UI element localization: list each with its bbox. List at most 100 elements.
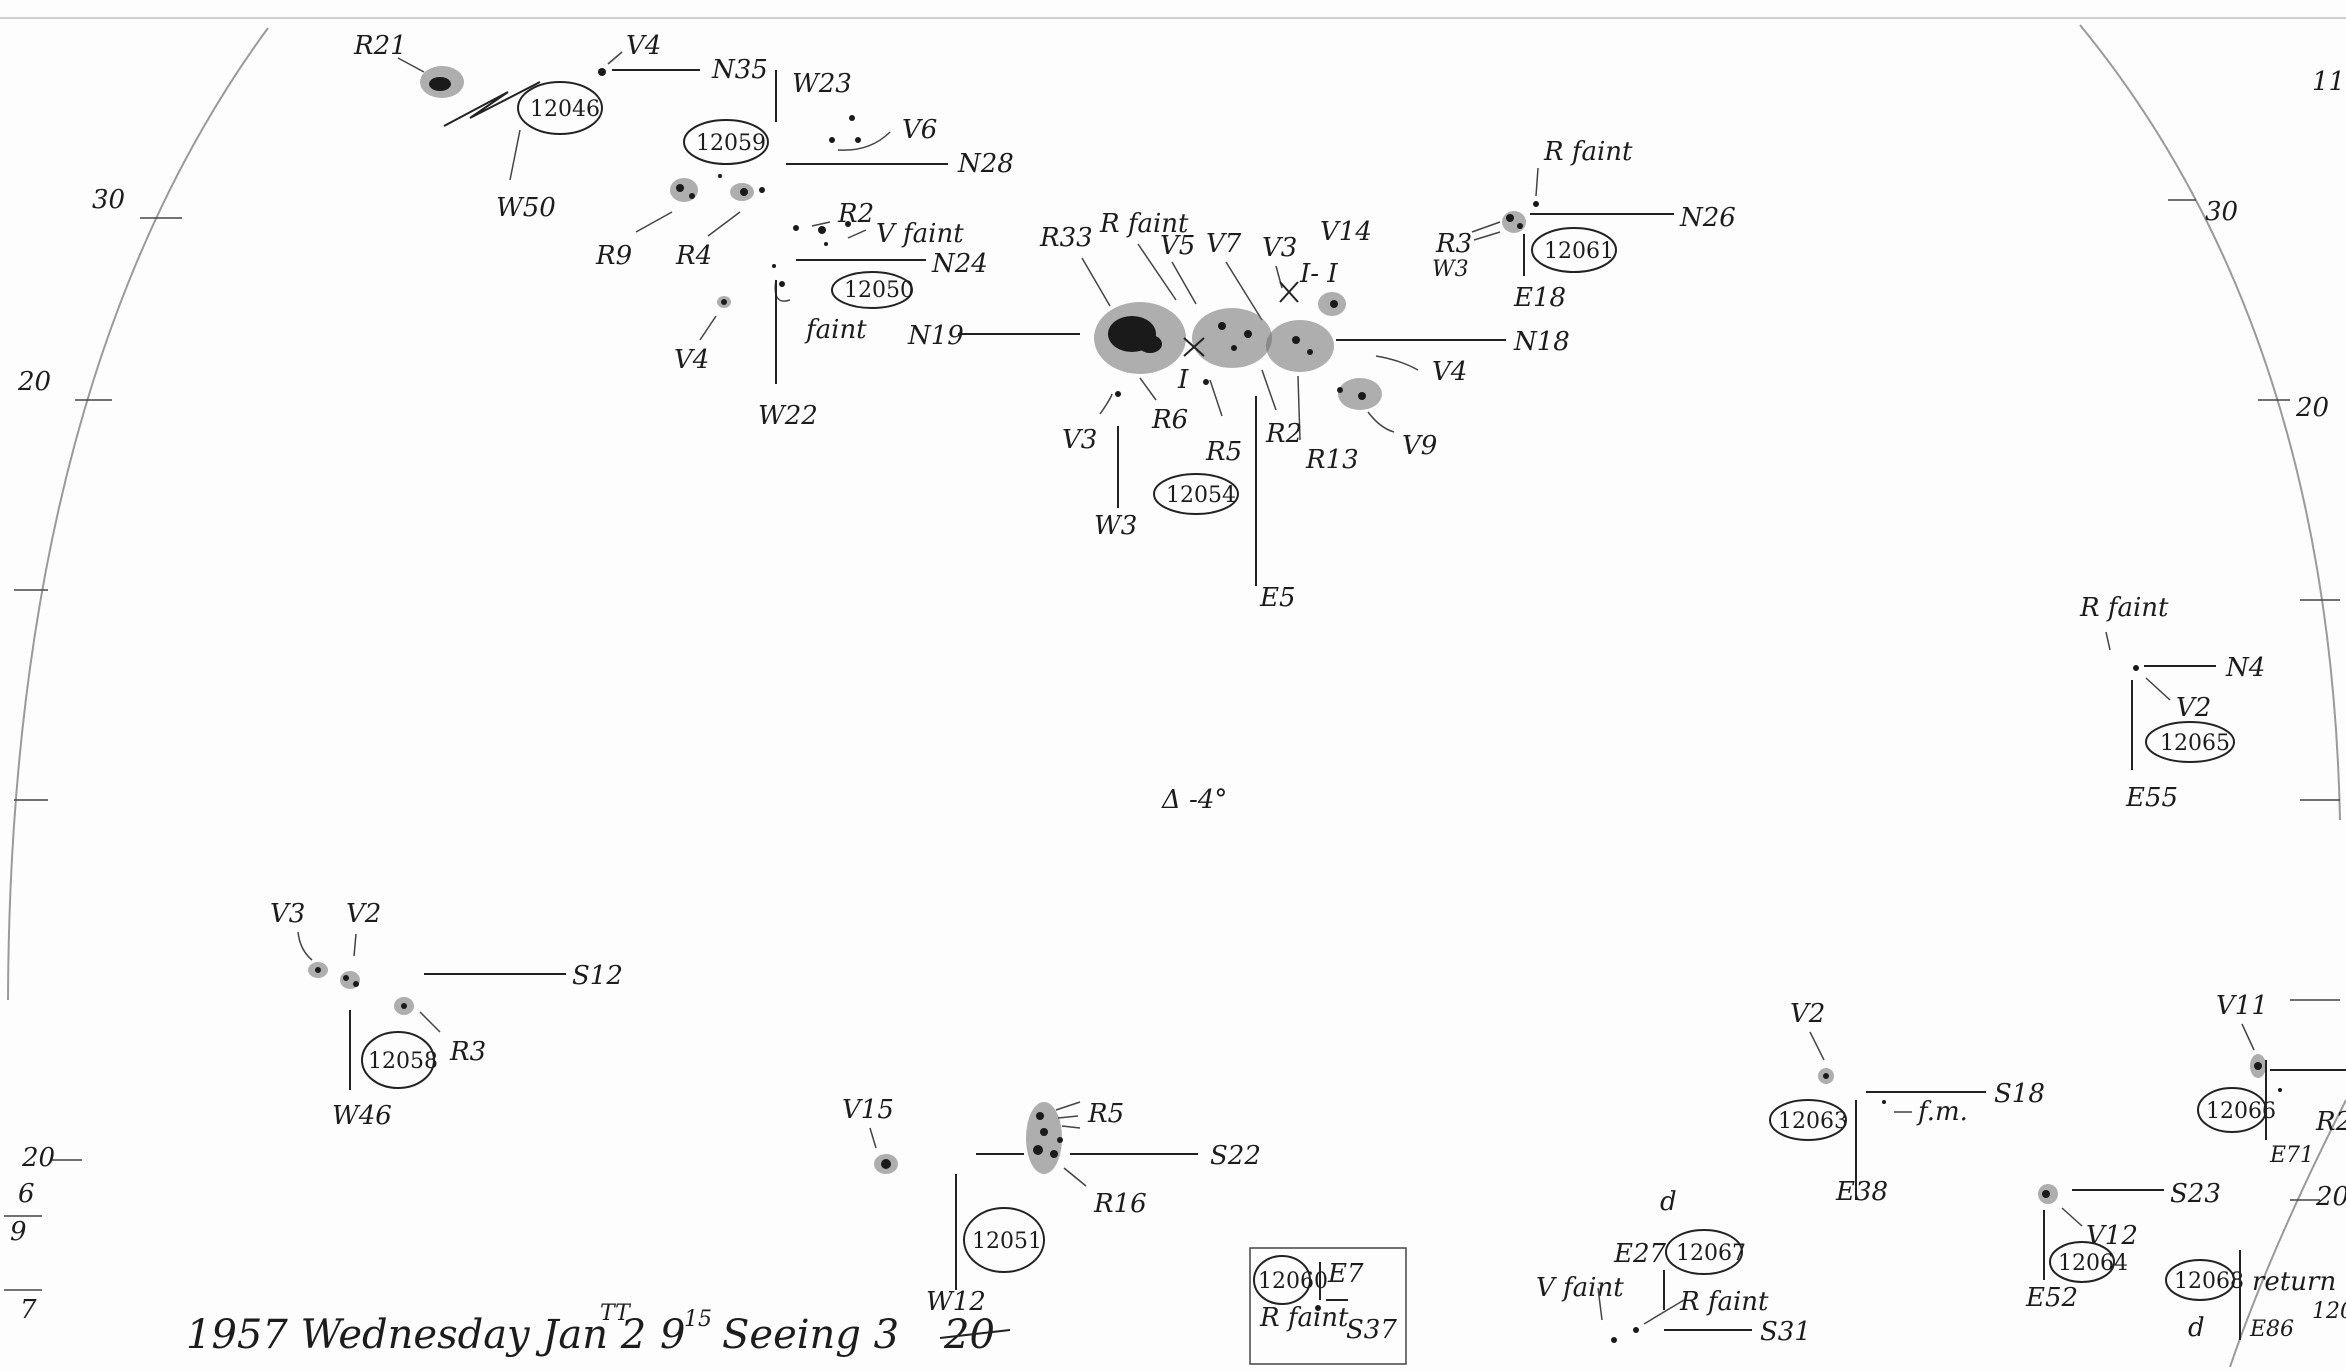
scale-label: 20 xyxy=(17,367,51,397)
spot-label: d xyxy=(1660,1187,1677,1217)
group-12065: R faint N4 V2 12065 E55 xyxy=(2079,593,2265,813)
longitude-label: E38 xyxy=(1835,1177,1888,1207)
latitude-label: N19 xyxy=(907,321,964,351)
scale-label: 20 xyxy=(2295,393,2329,423)
group-12050: R2 V faint N24 12050 faint V4 W22 xyxy=(674,199,988,431)
group-number: 12051 xyxy=(972,1229,1042,1254)
annotation-note: 120 xyxy=(2312,1299,2346,1324)
spot-label: V4 xyxy=(1432,357,1467,387)
limb-left xyxy=(7,27,269,1001)
longitude-label: E5 xyxy=(1259,583,1296,613)
group-number: 12050 xyxy=(844,278,914,303)
spot-label: R9 xyxy=(595,241,632,271)
spot-label: d xyxy=(2188,1313,2205,1343)
spot-label: V faint xyxy=(1536,1273,1624,1303)
spot-label: V3 xyxy=(270,899,305,929)
longitude-label: W3 xyxy=(1094,511,1137,541)
latitude-label: S22 xyxy=(1210,1141,1261,1171)
group-number: 12060 xyxy=(1258,1269,1328,1294)
longitude-label: W23 xyxy=(792,69,852,99)
group-12058: V3 V2 S12 R3 12058 W46 xyxy=(270,899,623,1131)
scale-label: 30 xyxy=(92,185,125,215)
group-12046: R21 V4 N35 12046 W50 xyxy=(353,31,768,223)
longitude-label: W12 xyxy=(926,1287,986,1317)
group-number: 12046 xyxy=(530,97,600,122)
longitude-label: E71 xyxy=(2269,1143,2314,1168)
group-12068: 12068 return d E86 120 xyxy=(2165,1250,2346,1343)
spot-label: V7 xyxy=(1206,229,1242,259)
group-number: 12061 xyxy=(1544,239,1614,264)
group-12067: d 12067 E27 V faint R faint S31 xyxy=(1536,1187,1811,1347)
annotation-note: f.m. xyxy=(1916,1097,1968,1127)
group-number: 12065 xyxy=(2160,731,2230,756)
latitude-label: N28 xyxy=(957,149,1014,179)
spot-label: R faint xyxy=(1543,137,1633,167)
spot-label: V2 xyxy=(2176,693,2211,723)
latitude-label: S23 xyxy=(2170,1179,2221,1209)
annotation-note: return xyxy=(2252,1267,2336,1297)
spot-label: R5 xyxy=(1205,437,1242,467)
spot-label: R3 xyxy=(449,1037,486,1067)
group-number: 12054 xyxy=(1166,483,1236,508)
latitude-label: S37 xyxy=(1346,1315,1397,1345)
spot-label: V5 xyxy=(1160,231,1195,261)
group-12063: V2 S18 12063 f.m. E38 xyxy=(1769,999,2045,1207)
spot-label: V3 xyxy=(1062,425,1097,455)
group-12054: R33 R faint V5 V7 V3 V14 I- I I N19 xyxy=(907,209,1570,613)
margin-number: 6 xyxy=(18,1179,35,1209)
group-12061: R faint N26 R3 W3 12061 E18 xyxy=(1432,137,1736,313)
spot-label: V2 xyxy=(346,899,381,929)
latitude-label: S18 xyxy=(1994,1079,2045,1109)
group-12051: V15 R5 S22 R16 12051 W12 xyxy=(842,1095,1261,1317)
spot-label: R4 xyxy=(675,241,712,271)
longitude-label: W46 xyxy=(332,1101,392,1131)
longitude-label: E27 xyxy=(1613,1239,1667,1269)
spot-label: V6 xyxy=(902,115,937,145)
scale-label: 11 xyxy=(2312,67,2345,97)
spot-label: V faint xyxy=(876,219,964,249)
group-number: 12063 xyxy=(1778,1109,1848,1134)
spot-label: V11 xyxy=(2216,991,2268,1021)
latitude-label: N18 xyxy=(1513,327,1570,357)
spot-label: V12 xyxy=(2086,1221,2138,1251)
group-number: 12064 xyxy=(2058,1251,2128,1276)
latitude-label: S31 xyxy=(1760,1317,1811,1347)
longitude-label: E7 xyxy=(1327,1259,1364,1289)
group-12060: 12060 E7 R faint S37 xyxy=(1249,1247,1407,1365)
caption-seeing: Seeing 3 xyxy=(722,1312,899,1358)
group-number: 12066 xyxy=(2206,1099,2276,1124)
group-12064: S23 V12 12064 E52 xyxy=(2025,1179,2221,1313)
center-mark: Δ -4° xyxy=(1161,785,1227,815)
spot-label: R faint xyxy=(1259,1303,1349,1333)
longitude-label: E86 xyxy=(2249,1317,2294,1342)
spot-label: faint xyxy=(804,315,867,345)
spot-label: R33 xyxy=(1039,223,1093,253)
spot-label: R2 xyxy=(1265,419,1302,449)
longitude-label: W50 xyxy=(496,193,556,223)
left-scale: 30 20 20 6 9 7 xyxy=(4,185,182,1325)
spot-label: R3 xyxy=(1435,229,1472,259)
group-12066: V11 12066 R2 E71 xyxy=(2197,991,2346,1168)
latitude-label: N4 xyxy=(2225,653,2265,683)
longitude-label: E52 xyxy=(2025,1283,2078,1313)
spot-label: V2 xyxy=(1790,999,1825,1029)
drawing-caption: 1957 Wednesday Jan 2 TT 9 15 Seeing 3 20 xyxy=(186,1301,1011,1358)
latitude-label: N26 xyxy=(1679,203,1736,233)
spot-label: R faint xyxy=(1679,1287,1769,1317)
spot-label: V9 xyxy=(1402,431,1437,461)
right-scale: 30 20 20 11 xyxy=(2168,67,2346,1212)
spot-label: R2 xyxy=(2315,1107,2346,1137)
limb-right xyxy=(2079,24,2341,821)
longitude-label: E55 xyxy=(2125,783,2178,813)
spot-label: R faint xyxy=(2079,593,2169,623)
caption-date: 1957 Wednesday Jan 2 xyxy=(186,1312,646,1358)
caption-time-sup: 15 xyxy=(684,1307,712,1332)
group-12059: 12059 W23 V6 N28 R9 R4 xyxy=(595,69,1014,271)
group-number: 12068 xyxy=(2174,1269,2244,1294)
latitude-label: N24 xyxy=(931,249,988,279)
spot-label: W3 xyxy=(1432,257,1469,282)
spot-label: R faint xyxy=(1099,209,1189,239)
spot-label: R5 xyxy=(1087,1099,1124,1129)
